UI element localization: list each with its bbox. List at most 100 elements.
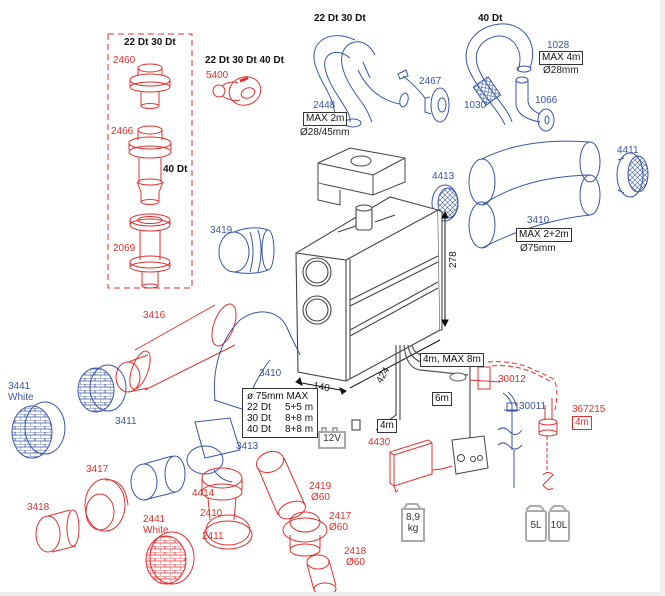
- cable-length-4m-max-8m: 4m, MAX 8m: [420, 353, 484, 367]
- part-label-30011: 30011: [519, 401, 547, 412]
- part-label-2417-dia: Ø60: [329, 522, 348, 533]
- part-label-3418: 3418: [27, 502, 50, 513]
- part-1030-drawing: [465, 23, 534, 126]
- part-label-3411: 3411: [115, 416, 137, 427]
- part-3410-right-drawing: [468, 140, 601, 249]
- spec-dia-28-45: Ø28/45mm: [300, 127, 350, 138]
- part-label-4430: 4430: [368, 437, 391, 448]
- part-label-4411: 4411: [617, 145, 639, 156]
- bottom-border: [0, 592, 665, 596]
- duct-table-model: 22 Dt: [247, 402, 271, 413]
- part-label-2418: 2418: [344, 546, 367, 557]
- part-label-2419-dia: Ø60: [311, 492, 330, 503]
- part-label-2467: 2467: [419, 76, 442, 87]
- cable-length-6m: 6m: [432, 392, 452, 406]
- spec-box-max-4m: MAX 4m: [539, 51, 584, 65]
- part-label-3441-white: White: [8, 392, 34, 403]
- part-3411-drawing: [77, 364, 127, 413]
- part-2467-drawing: [397, 69, 450, 123]
- part-3413-drawing: [186, 417, 241, 483]
- duct-table-model: 40 Dt: [247, 424, 271, 435]
- weight-value: 8,9: [406, 512, 420, 523]
- part-label-1028: 1028: [547, 40, 570, 51]
- part-3418-drawing: [35, 509, 80, 553]
- dimension-height: 278: [448, 251, 459, 268]
- part-3416-drawing: [115, 303, 237, 393]
- spec-dia-75: Ø75mm: [520, 243, 556, 254]
- part-label-4413: 4413: [432, 171, 455, 182]
- roof-kit-40dt-header: 40 Dt: [163, 164, 188, 175]
- part-label-30012: 30012: [498, 374, 526, 385]
- part-367215-drawing: [538, 398, 558, 490]
- part-label-1030: 1030: [464, 100, 487, 111]
- spec-box-max-2m: MAX 2m: [303, 112, 348, 126]
- part-label-2419: 2419: [309, 481, 332, 492]
- part-label-3441: 3441: [8, 381, 31, 392]
- duct-table-model: 30 Dt: [247, 413, 271, 424]
- part-label-2441: 2441: [143, 514, 166, 525]
- part-5400-drawing: [212, 76, 262, 106]
- duct-table-length: 8+8 m: [285, 413, 314, 424]
- duct-table-row: 22 Dt 5+5 m: [247, 402, 313, 413]
- battery-12v-badge: 12V: [318, 431, 346, 449]
- part-4414-2410-2411-drawing: [201, 467, 253, 550]
- part-label-3410-right: 3410: [527, 215, 550, 226]
- tank-10l-badge: 10L: [548, 510, 570, 542]
- part-2441-drawing: [145, 531, 195, 585]
- part-label-3417: 3417: [86, 464, 109, 475]
- tank-5l-badge: 5L: [525, 510, 547, 542]
- part-label-2466: 2466: [111, 126, 134, 137]
- part-label-3413: 3413: [236, 441, 259, 452]
- control-panel-drawing: [451, 435, 489, 475]
- part-label-3419: 3419: [210, 225, 233, 236]
- badge-shapes: [321, 427, 567, 511]
- right-border: [660, 0, 665, 596]
- part-label-2448: 2448: [313, 100, 336, 111]
- hose-length-4m: 4m: [572, 416, 592, 430]
- part-label-2460: 2460: [113, 55, 136, 66]
- part-label-367215: 367215: [572, 404, 606, 415]
- duct-header-22-30: 22 Dt 30 Dt: [314, 13, 366, 24]
- part-30012-drawing: [469, 361, 558, 411]
- duct-header-40: 40 Dt: [478, 13, 503, 24]
- part-2417-drawing: [282, 511, 328, 557]
- spec-box-max-2-2m: MAX 2+2m: [516, 228, 572, 242]
- mounting-bracket-drawing: [317, 147, 406, 206]
- part-3419-drawing: [218, 227, 275, 274]
- duct-table-header: ø 75mm MAX: [247, 391, 309, 402]
- part-label-2411: 2411: [202, 531, 224, 542]
- part-label-5400: 5400: [206, 70, 229, 81]
- weight-badge: 8,9 kg: [401, 508, 425, 542]
- part-4430-drawing: [389, 439, 453, 493]
- duct-table-row: 40 Dt 8+8 m: [247, 424, 313, 435]
- part-2418-drawing: [306, 554, 337, 596]
- duct-length-table: ø 75mm MAX 22 Dt 5+5 m 30 Dt 8+8 m 40 Dt…: [242, 388, 319, 438]
- spec-dia-28: Ø28mm: [543, 65, 579, 76]
- part-label-2417: 2417: [329, 511, 352, 522]
- duct-table-row: 30 Dt 8+8 m: [247, 413, 313, 424]
- part-label-2418-dia: Ø60: [346, 557, 365, 568]
- part-2419-drawing: [255, 450, 306, 520]
- part-2466-drawing: [128, 125, 172, 205]
- roof-kit-header: 22 Dt 30 Dt: [124, 37, 176, 48]
- part-label-2410: 2410: [200, 508, 223, 519]
- part-label-3410-left: 3410: [259, 368, 282, 379]
- part-label-4414: 4414: [192, 488, 215, 499]
- part-2460-drawing: [129, 63, 171, 109]
- weight-unit: kg: [407, 523, 419, 534]
- part-3441-drawing: [11, 401, 66, 459]
- part-4411-drawing: [616, 152, 649, 198]
- part-label-2441-white: White: [143, 525, 169, 536]
- duct-table-length: 5+5 m: [285, 402, 314, 413]
- heater-unit-drawing: [295, 196, 443, 382]
- part-1066-drawing: [515, 76, 555, 132]
- duct-connector-drawing: [130, 455, 186, 501]
- side-cowl-header: 22 Dt 30 Dt 40 Dt: [205, 55, 284, 66]
- part-label-3416: 3416: [143, 310, 166, 321]
- part-label-2069: 2069: [113, 243, 136, 254]
- dimension-lines: [295, 210, 449, 395]
- duct-table-length: 8+8 m: [285, 424, 314, 435]
- part-3417-drawing: [84, 478, 129, 532]
